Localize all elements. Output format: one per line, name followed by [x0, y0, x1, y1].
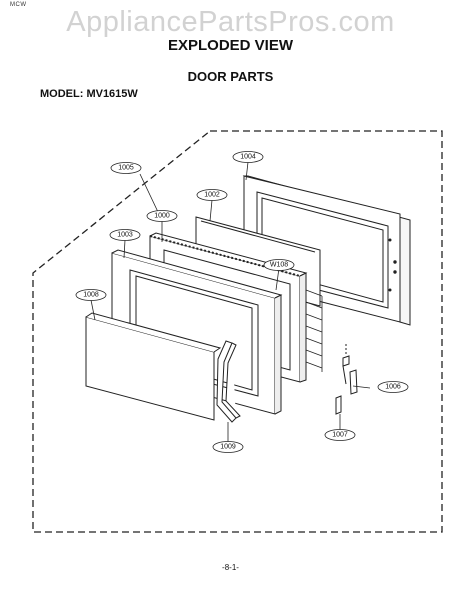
callout-1003: 1003 [109, 229, 141, 241]
part-latch-assembly [335, 344, 358, 415]
callout-1009-label: 1009 [220, 444, 236, 451]
dashed-frame [32, 130, 443, 533]
corner-mark: MCW [10, 2, 27, 8]
callout-1005: 1005 [110, 162, 142, 174]
callout-1007-label: 1007 [332, 432, 348, 439]
callout-1007: 1007 [324, 429, 356, 441]
callout-1002-label: 1002 [204, 192, 220, 199]
model-label: MODEL: MV1615W [40, 88, 138, 100]
section-title: DOOR PARTS [187, 69, 274, 84]
callout-1006-label: 1006 [385, 384, 401, 391]
callout-W108-label: W108 [270, 262, 288, 269]
callout-1000-label: 1000 [154, 213, 170, 220]
callout-1008-label: 1008 [83, 292, 99, 299]
callout-1008: 1008 [75, 289, 107, 301]
callout-1009: 1009 [212, 441, 244, 453]
page-number: -8-1- [222, 563, 239, 572]
watermark: AppliancePartsPros.com [66, 6, 395, 38]
callout-1006: 1006 [377, 381, 409, 393]
callout-1005-label: 1005 [118, 165, 134, 172]
part-door-front-panel [85, 312, 222, 421]
part-door-handle [216, 340, 241, 423]
page-title: EXPLODED VIEW [167, 37, 294, 54]
callout-1004: 1004 [232, 151, 264, 163]
callout-1003-label: 1003 [117, 232, 133, 239]
callout-1000: 1000 [146, 210, 178, 222]
callout-1004-label: 1004 [240, 154, 256, 161]
callout-W108: W108 [263, 259, 295, 271]
leader-lines [90, 161, 371, 442]
callout-1002: 1002 [196, 189, 228, 201]
